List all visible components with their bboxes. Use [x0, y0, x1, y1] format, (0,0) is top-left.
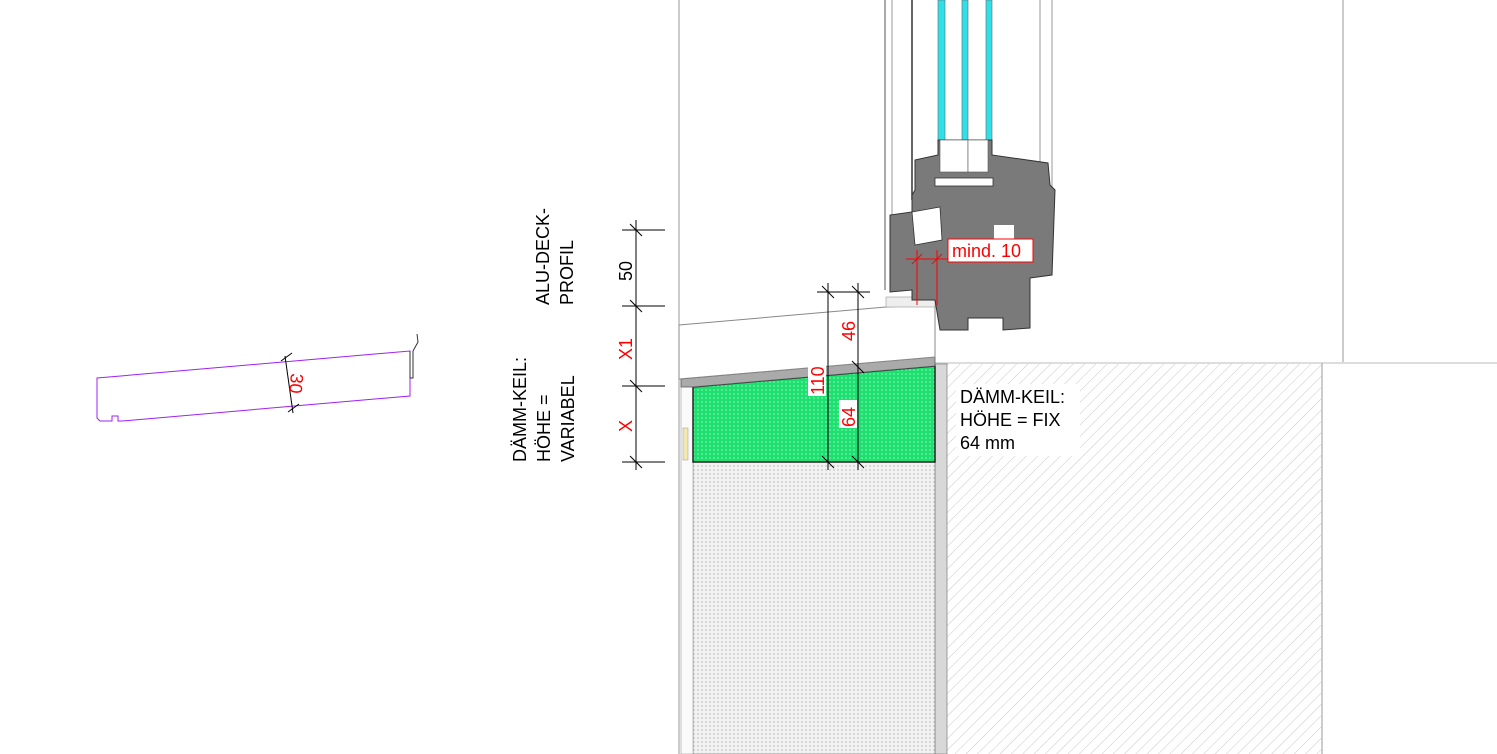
dimension-middle: 110 46 64	[808, 283, 870, 470]
label-daemm-keil-fix: DÄMM-KEIL: HÖHE = FIX 64 mm	[956, 384, 1080, 456]
alu-deck-profile	[678, 304, 936, 380]
alu-deck-profile-section: 30	[96, 333, 419, 422]
dim-50: 50	[616, 261, 636, 281]
dim-64: 64	[839, 407, 859, 427]
glass-pane	[985, 0, 993, 141]
dim-profile-thickness: 30	[285, 373, 307, 395]
svg-text:64 mm: 64 mm	[960, 433, 1015, 453]
dim-46: 46	[839, 321, 859, 341]
mind-10-label: mind. 10	[952, 241, 1021, 261]
glass-pane	[961, 0, 969, 141]
svg-text:PROFIL: PROFIL	[557, 240, 577, 305]
svg-text:DÄMM-KEIL:: DÄMM-KEIL:	[960, 387, 1065, 407]
dimension-chain-left: 50 X1 X	[616, 220, 665, 470]
dim-110: 110	[808, 366, 828, 395]
svg-text:VARIABEL: VARIABEL	[558, 375, 578, 462]
label-alu-deck-profil: ALU-DECK- PROFIL	[533, 208, 577, 305]
window-frame	[884, 0, 1056, 331]
dim-mind-10: mind. 10	[906, 238, 1034, 305]
svg-text:ALU-DECK-: ALU-DECK-	[533, 208, 553, 305]
label-daemm-keil-variabel: DÄMM-KEIL: HÖHE = VARIABEL	[510, 357, 578, 462]
dim-x1: X1	[616, 338, 636, 360]
svg-text:HÖHE =: HÖHE =	[534, 394, 554, 462]
dim-x: X	[616, 420, 636, 432]
svg-text:DÄMM-KEIL:: DÄMM-KEIL:	[510, 357, 530, 462]
glass-pane	[937, 0, 946, 141]
wall-insulation	[692, 461, 936, 754]
svg-text:HÖHE = FIX: HÖHE = FIX	[960, 410, 1061, 430]
